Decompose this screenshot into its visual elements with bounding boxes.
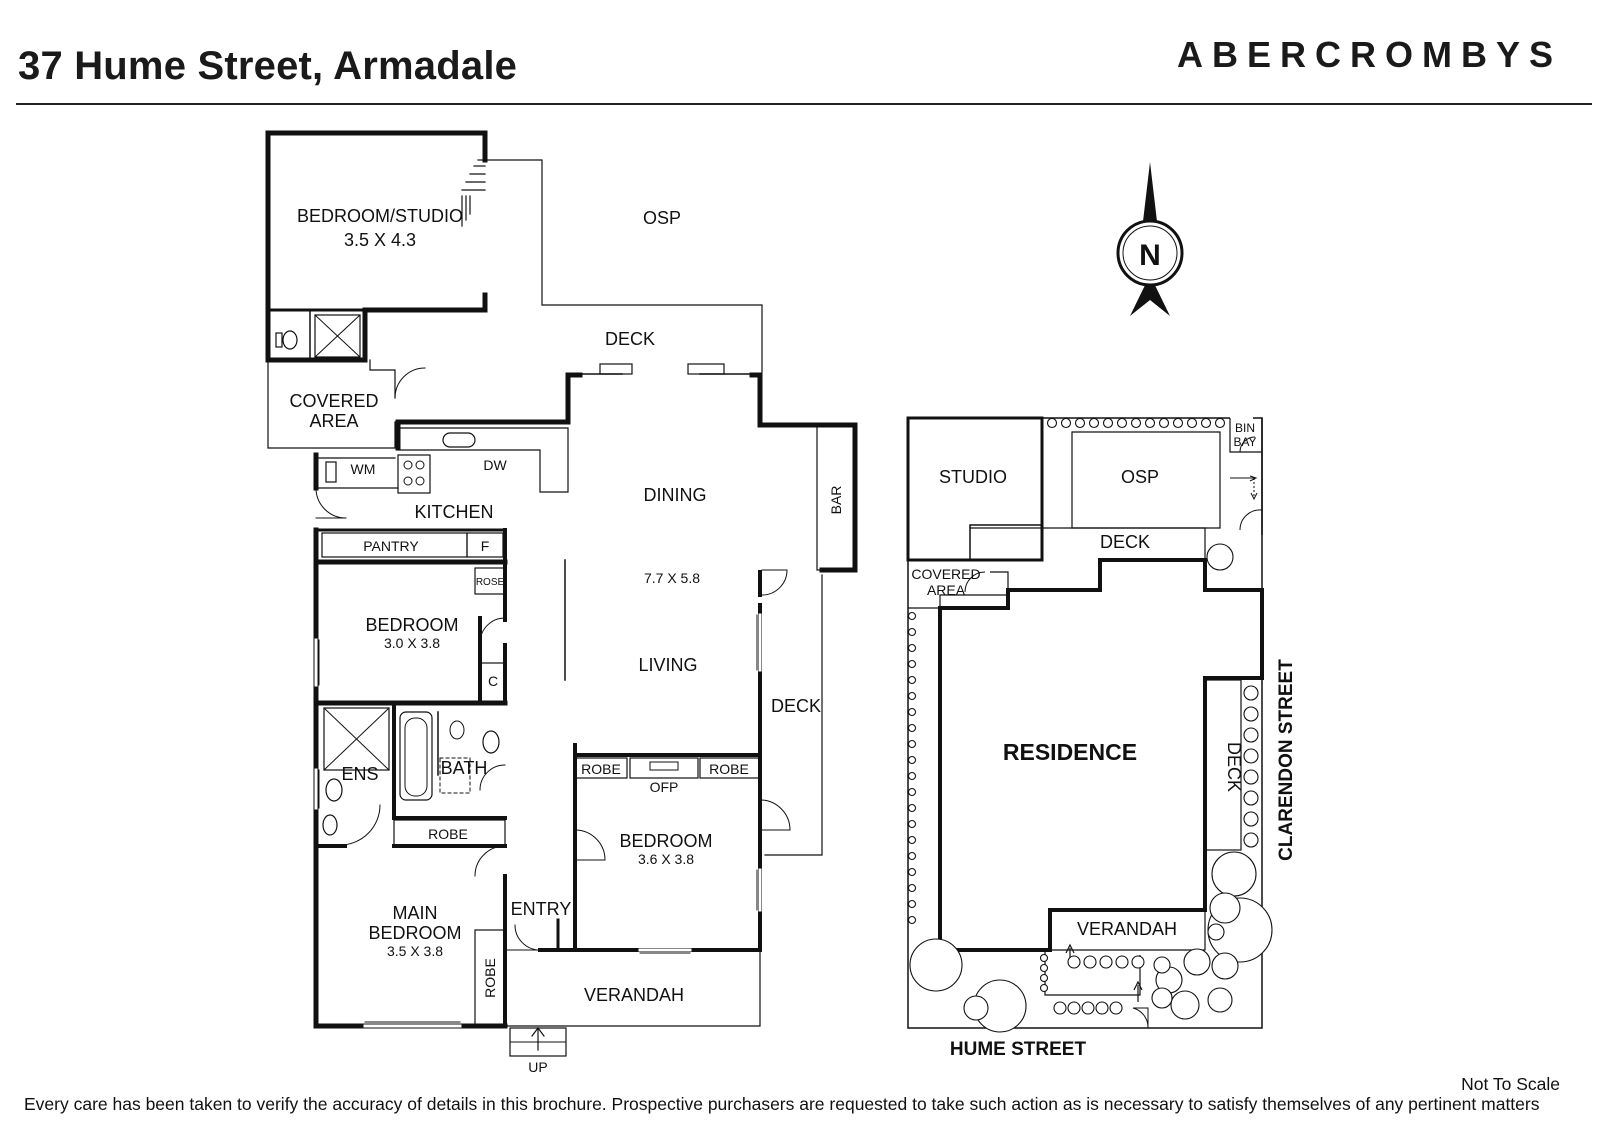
wm-label: WM (351, 461, 376, 477)
osp-label: OSP (643, 208, 681, 228)
covered-area-label-line2: AREA (309, 411, 358, 431)
side-deck-label: DECK (771, 696, 821, 716)
bedroom1-label: BEDROOM (365, 615, 458, 635)
site-osp-label: OSP (1121, 467, 1159, 487)
main-bedroom-label-line1: MAIN (393, 903, 438, 923)
rose-label: ROSE (476, 577, 505, 588)
deck-top-label: DECK (605, 329, 655, 349)
clarendon-street-label: CLARENDON STREET (1276, 659, 1297, 861)
studio-room-label: BEDROOM/STUDIO (297, 206, 463, 226)
bath-label: BATH (441, 758, 488, 778)
living-size: 7.7 X 5.8 (644, 570, 700, 586)
hume-street-label: HUME STREET (950, 1039, 1087, 1060)
entry-label: ENTRY (511, 899, 572, 919)
residence-label: RESIDENCE (1003, 739, 1137, 765)
site-covered-area-line1: COVERED (911, 566, 980, 582)
robe-main-label: ROBE (482, 958, 498, 998)
site-plan (906, 416, 1264, 1029)
site-covered-area-line2: AREA (927, 582, 966, 598)
robe-bath-label: ROBE (428, 826, 468, 842)
bedroom1-size: 3.0 X 3.8 (384, 635, 440, 651)
site-verandah-label: VERANDAH (1077, 919, 1177, 939)
covered-area-label-line1: COVERED (289, 391, 378, 411)
robe-left-label: ROBE (581, 761, 621, 777)
dw-label: DW (483, 457, 507, 473)
up-label: UP (528, 1059, 547, 1075)
agency-logo: ABERCROMBYS (1176, 34, 1562, 75)
dining-label: DINING (644, 485, 707, 505)
ensuite-label: ENS (341, 764, 378, 784)
site-deck-label: DECK (1100, 532, 1150, 552)
compass-n-label: N (1139, 239, 1161, 272)
main-bedroom-size: 3.5 X 3.8 (387, 943, 443, 959)
robe-right-label: ROBE (709, 761, 749, 777)
header-divider (16, 103, 1592, 105)
studio-room-size: 3.5 X 4.3 (344, 230, 416, 250)
bin-bay-label-line1: BIN (1235, 421, 1255, 435)
not-to-scale-note: Not To Scale (1461, 1074, 1560, 1094)
ofp-label: OFP (650, 779, 679, 795)
site-side-deck-label: DECK (1224, 742, 1244, 792)
property-address: 37 Hume Street, Armadale (18, 44, 518, 88)
site-studio-label: STUDIO (939, 467, 1007, 487)
bedroom2-label: BEDROOM (619, 831, 712, 851)
kitchen-label: KITCHEN (414, 502, 493, 522)
bar-label: BAR (828, 486, 844, 515)
verandah-label: VERANDAH (584, 985, 684, 1005)
vegetation (907, 417, 1273, 1033)
bin-bay-label-line2: BAY (1233, 435, 1256, 449)
compass-north-arrow (1116, 162, 1184, 316)
bedroom2-size: 3.6 X 3.8 (638, 851, 694, 867)
main-bedroom-label-line2: BEDROOM (368, 923, 461, 943)
pantry-label: PANTRY (363, 538, 419, 554)
cupboard-label: C (488, 673, 498, 689)
floor-plan (265, 130, 858, 1057)
fridge-label: F (481, 538, 490, 554)
living-label: LIVING (638, 655, 697, 675)
disclaimer-text: Every care has been taken to verify the … (24, 1094, 1540, 1114)
